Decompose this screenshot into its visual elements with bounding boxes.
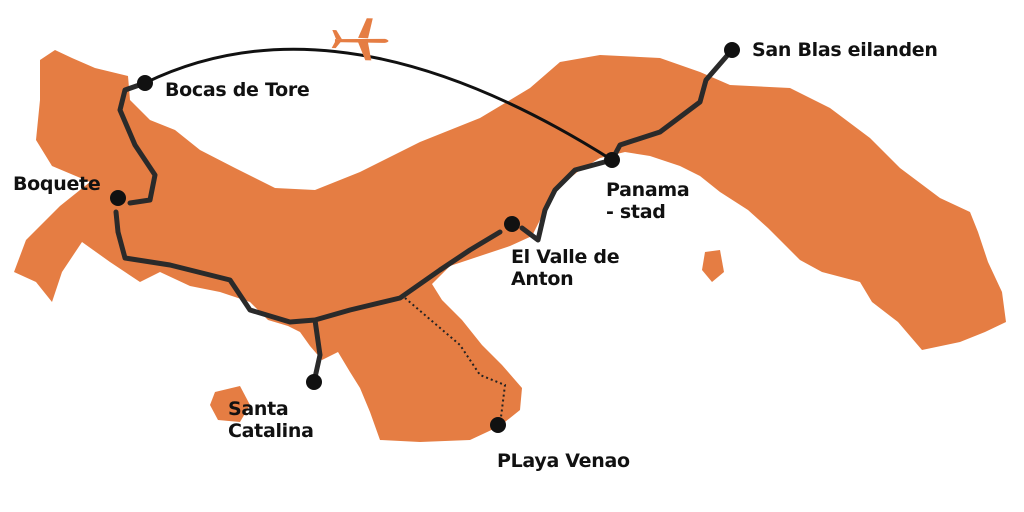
label-line: Anton (511, 268, 574, 290)
pearl-island (702, 250, 724, 282)
label-line: Santa (228, 398, 289, 420)
marker-santa-catalina[interactable] (306, 374, 322, 390)
label-santa-catalina: Santa Catalina (228, 398, 314, 442)
label-san-blas: San Blas eilanden (752, 39, 938, 61)
coiba-island (210, 386, 250, 422)
location-markers (110, 42, 740, 433)
label-el-valle: El Valle de Anton (511, 246, 620, 290)
marker-san-blas[interactable] (724, 42, 740, 58)
route-boquete-panama (113, 209, 503, 325)
flight-arc (144, 47, 613, 162)
marker-el-valle[interactable] (504, 216, 520, 232)
label-bocas: Bocas de Tore (165, 79, 310, 101)
marker-playa-venao[interactable] (490, 417, 506, 433)
panama-landmass (14, 50, 1006, 442)
label-boquete: Boquete (13, 173, 101, 195)
label-line: Catalina (228, 420, 314, 442)
label-playa-venao: PLaya Venao (497, 450, 630, 472)
airplane-icon (331, 18, 389, 61)
route-bocas-boquete (117, 80, 158, 206)
marker-boquete[interactable] (110, 190, 126, 206)
marker-panama[interactable] (604, 152, 620, 168)
marker-bocas[interactable] (137, 75, 153, 91)
route-santa-catalina (311, 317, 323, 385)
label-line: - stad (606, 201, 666, 223)
road-routes (113, 47, 735, 385)
route-el-valle-panama (519, 157, 615, 243)
label-line: Panama (606, 179, 690, 201)
label-panama: Panama - stad (606, 179, 690, 223)
label-line: El Valle de (511, 246, 620, 268)
route-san-blas (609, 47, 735, 163)
